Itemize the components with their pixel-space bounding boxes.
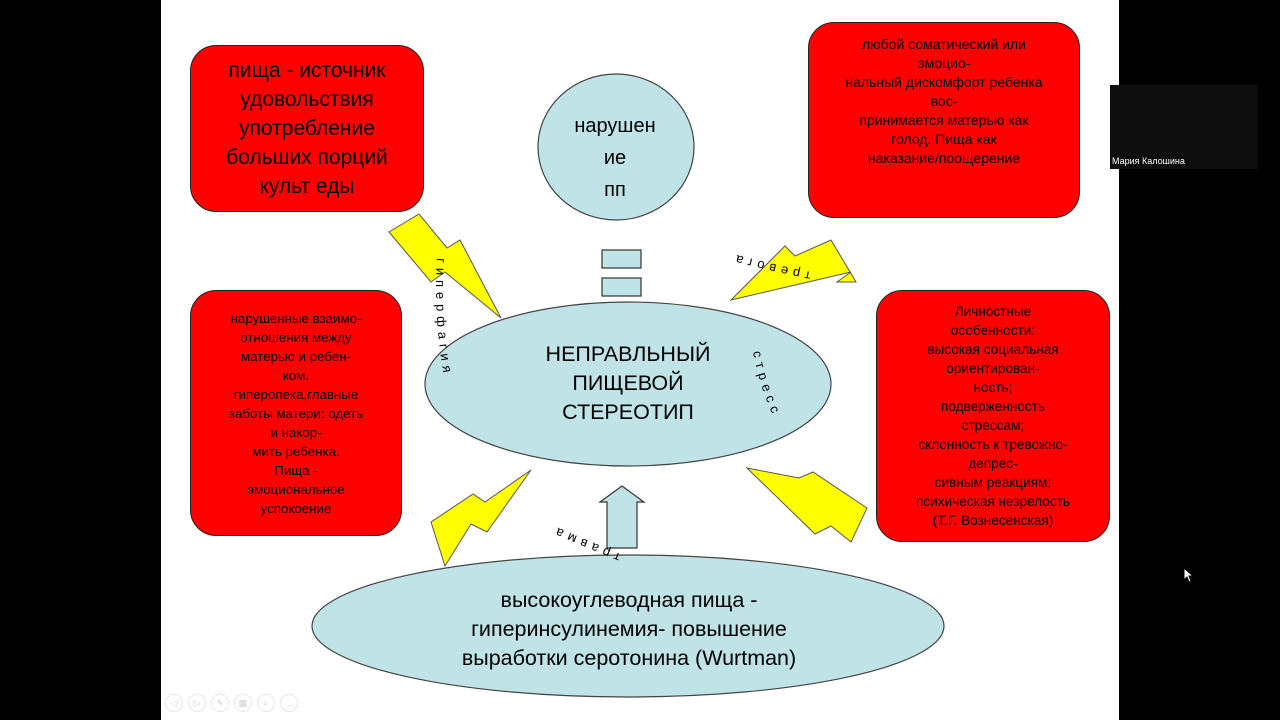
lightning-right (745, 467, 868, 543)
svg-text:тревога: тревога (729, 251, 811, 284)
svg-text:стресс: стресс (750, 350, 785, 420)
equals-bar-top (601, 249, 642, 269)
mouse-cursor-icon (1183, 567, 1195, 583)
arc-label-bottom: травма (549, 523, 618, 565)
top-right-box: любой соматический или эмоцио- нальный д… (808, 22, 1080, 218)
mid-right-box-text: Личностные особенности: высокая социальн… (916, 304, 1070, 528)
top-circle-text: нарушен ие пп (574, 115, 656, 201)
top-circle (537, 73, 695, 221)
bottom-ellipse (311, 554, 945, 698)
top-right-box-text: любой соматический или эмоцио- нальный д… (845, 35, 1043, 166)
arc-label-left: гиперфагия (433, 258, 451, 379)
prev-slide-button[interactable]: ◁ (165, 694, 183, 712)
center-ellipse-text: НЕПРАВЛЬНЫЙ ПИЩЕВОЙ СТЕРЕОТИП (545, 342, 711, 424)
mid-left-box: нарушенные взаимо- отношения между матер… (190, 290, 402, 536)
top-left-box-text: пища - источник удовольствия употреблени… (226, 59, 388, 198)
pen-icon[interactable]: ✎ (211, 694, 229, 712)
lightning-top-left (388, 213, 502, 319)
mid-right-box: Личностные особенности: высокая социальн… (876, 290, 1110, 542)
zoom-icon[interactable]: ⌕ (257, 694, 275, 712)
diagram-shapes (311, 73, 945, 698)
lightning-top-right (729, 239, 857, 301)
bottom-ellipse-text: высокоуглеводная пища - гиперинсулинемия… (461, 588, 797, 670)
presentation-slide: гиперфагия тревога стресс травма пища - … (161, 0, 1119, 720)
participant-video-tile[interactable]: Мария Калошина (1110, 85, 1258, 169)
svg-text:гиперфагия: гиперфагия (433, 258, 456, 379)
center-ellipse (424, 301, 832, 467)
svg-text:травма: травма (549, 523, 623, 565)
more-options-icon[interactable]: … (280, 694, 298, 712)
slideshow-toolbar: ◁ ▷ ✎ ▦ ⌕ … (161, 694, 331, 716)
up-arrow (598, 485, 646, 549)
top-left-box: пища - источник удовольствия употреблени… (190, 45, 424, 212)
slides-grid-icon[interactable]: ▦ (234, 694, 252, 712)
mid-left-box-text: нарушенные взаимо- отношения между матер… (228, 310, 364, 516)
next-slide-button[interactable]: ▷ (188, 694, 206, 712)
participant-name: Мария Калошина (1112, 156, 1185, 166)
equals-bar-bottom (601, 277, 642, 297)
lightning-bottom-left (430, 469, 532, 568)
arc-label-right: стресс (750, 350, 780, 420)
arc-labels: гиперфагия тревога стресс травма (433, 251, 811, 565)
arc-label-top-right: тревога (729, 251, 806, 284)
